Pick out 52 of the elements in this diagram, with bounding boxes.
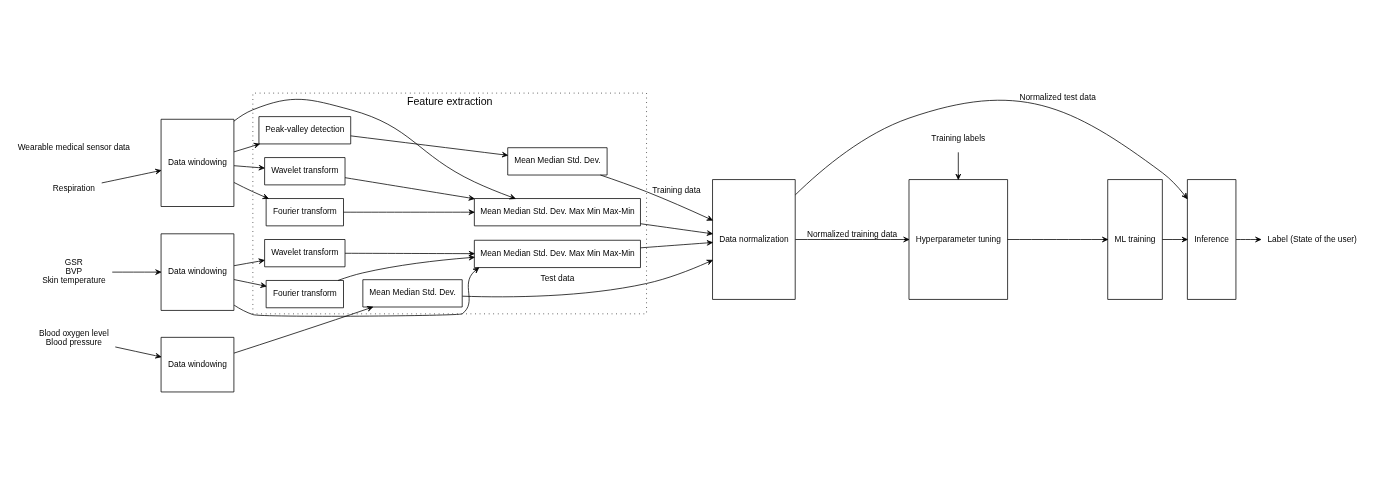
arrow (344, 250, 475, 257)
arrow (1007, 236, 1108, 243)
arrow (233, 164, 265, 171)
edge-label: Test data (540, 273, 575, 284)
node-box: Mean Median Std. Dev. (507, 147, 608, 176)
edge-label: Training data (652, 185, 701, 196)
edge-label: Normalized test data (1019, 91, 1096, 102)
node-box: Mean Median Std. Dev. Max Min Max-Min (473, 198, 641, 227)
node-box: ML training (1107, 179, 1163, 300)
node-box: Data normalization (712, 179, 796, 300)
arrow (795, 99, 1188, 199)
node-box: Data windowing (160, 233, 235, 311)
node-text: Label (State of the user) (1267, 233, 1357, 244)
node-box: Wavelet transform (264, 157, 346, 186)
node-box: Wavelet transform (264, 239, 346, 268)
node-text: Blood oxygen level Blood pressure (38, 327, 109, 347)
arrow (344, 177, 475, 201)
arrow (233, 306, 374, 354)
arrow (795, 236, 910, 243)
arrow (233, 99, 516, 200)
arrow (111, 269, 162, 275)
node-text: Respiration (52, 182, 95, 193)
arrow (233, 142, 260, 153)
arrow (1235, 236, 1262, 243)
arrow (233, 267, 480, 317)
node-box: Hyperparameter tuning (908, 179, 1008, 300)
arrow (233, 182, 269, 199)
node-box: Peak-valley detection (258, 116, 352, 145)
arrow (101, 168, 162, 184)
node-text: Training labels (931, 132, 986, 143)
arrow (343, 209, 475, 215)
label: Wearable medical sensor data (17, 141, 131, 152)
edge-label: Normalized training data (806, 229, 898, 240)
arrow (114, 346, 162, 359)
arrow (1162, 236, 1188, 243)
node-box: Mean Median Std. Dev. Max Min Max-Min (473, 239, 641, 268)
node-box: Fourier transform (265, 280, 344, 309)
arrow (462, 259, 713, 298)
arrow (233, 279, 267, 288)
arrow (337, 254, 475, 281)
arrow (955, 151, 962, 180)
arrow (640, 240, 713, 249)
arrow (233, 258, 265, 267)
node-box: Data windowing (160, 118, 235, 207)
node-box: Mean Median Std. Dev. (362, 279, 463, 308)
arrow (640, 223, 713, 236)
node-box: Data windowing (160, 336, 235, 393)
node-box: Fourier transform (265, 198, 344, 227)
node-text: GSR BVP Skin temperature (42, 257, 106, 286)
arrow (600, 174, 713, 221)
arrow (350, 135, 508, 158)
node-box: Inference (1187, 179, 1237, 300)
